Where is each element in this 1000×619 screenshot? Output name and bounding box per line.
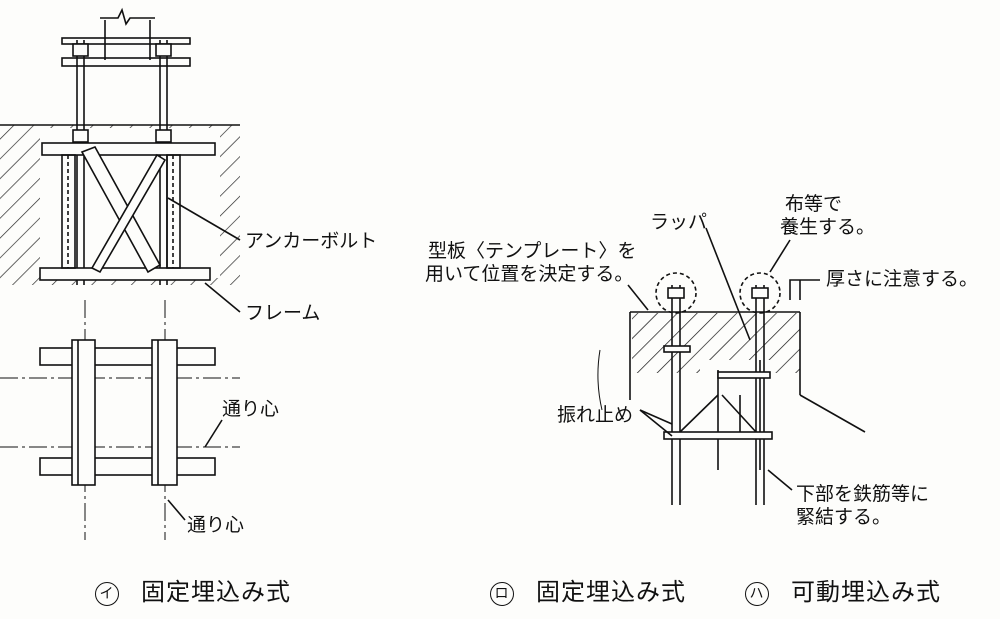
fixed-embed-plan [0,300,240,540]
caption-b-text: 固定埋込み式 [536,578,686,606]
template-label-1: 型板〈テンプレート〉を [428,240,637,262]
caption-b: ロ固定埋込み式 [490,572,686,607]
caption-a: イ固定埋込み式 [95,572,291,607]
caption-c: ハ可動埋込み式 [745,572,941,607]
protect-label-1: 布等で [785,193,843,215]
caption-b-mark: ロ [490,581,514,606]
grid-line-label-2: 通り心 [187,514,245,536]
caption-c-mark: ハ [745,581,769,606]
embed-section [597,227,866,505]
caption-c-text: 可動埋込み式 [791,578,941,606]
thickness-label: 厚さに注意する。 [826,268,979,290]
template-label-2: 用いて位置を決定する。 [425,263,634,285]
sleeve-label: ラッパ [650,211,708,233]
caption-a-mark: イ [95,581,119,606]
caption-a-text: 固定埋込み式 [141,578,291,606]
tie-label-2: 緊結する。 [796,506,892,528]
grid-line-label-1: 通り心 [222,398,280,420]
anchor-bolt-label: アンカーボルト [245,230,378,252]
fixed-embed-elevation [0,7,241,313]
tie-label-1: 下部を鉄筋等に [796,483,930,505]
protect-label-2: 養生する。 [780,216,876,238]
frame-label: フレーム [245,302,321,324]
bracing-label: 振れ止め [557,404,634,426]
